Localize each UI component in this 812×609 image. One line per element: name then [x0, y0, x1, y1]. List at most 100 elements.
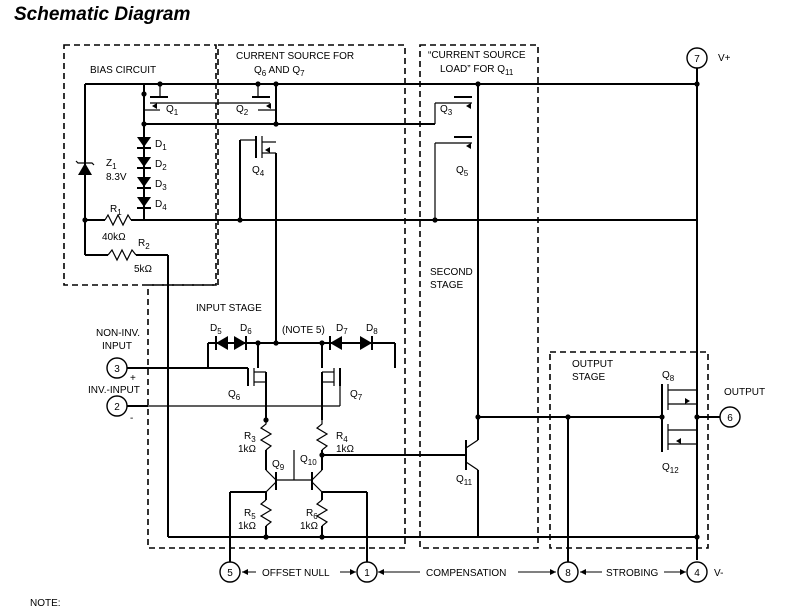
- transistor-q3: [434, 84, 479, 152]
- note5-label: (NOTE 5): [282, 325, 325, 336]
- transistor-q8: [661, 384, 697, 417]
- q11-label: Q11: [456, 474, 473, 487]
- pin-1: 1: [356, 561, 378, 583]
- resistor-r4: [315, 420, 329, 451]
- resistor-r2: [107, 248, 137, 262]
- bottom-arrows: [242, 569, 686, 575]
- svg-text:7: 7: [694, 54, 700, 65]
- d8-label: D8: [366, 323, 378, 336]
- offset-null-label: OFFSET NULL: [262, 568, 330, 579]
- resistor-r6: [315, 499, 329, 527]
- d7-label: D7: [336, 323, 348, 336]
- z1-value: 8.3V: [106, 172, 127, 183]
- r4-label: R4: [336, 431, 348, 444]
- r4-value: 1kΩ: [336, 444, 354, 455]
- r2-label: R2: [138, 238, 150, 251]
- current-source-block: [147, 44, 406, 549]
- r1-value: 40kΩ: [102, 232, 126, 243]
- r3-value: 1kΩ: [238, 444, 256, 455]
- svg-text:3: 3: [114, 364, 120, 375]
- input-stage-label: INPUT STAGE: [196, 303, 262, 314]
- diode-d5: [216, 336, 228, 350]
- output-stage-label-line1: OUTPUT: [572, 359, 613, 370]
- second-stage-label-line2: STAGE: [430, 280, 463, 291]
- bias-circuit-label: BIAS CIRCUIT: [90, 65, 156, 76]
- output-stage-label-line2: STAGE: [572, 372, 605, 383]
- q2-label: Q2: [236, 104, 249, 117]
- d4-label: D4: [155, 199, 167, 212]
- diode-d2: [137, 157, 151, 167]
- vplus-label: V+: [718, 53, 731, 64]
- inv-input-label: INV.-INPUT: [88, 385, 140, 396]
- resistor-r3: [259, 420, 273, 451]
- r1-label: R1: [110, 204, 122, 217]
- current-source-label-line1: CURRENT SOURCE FOR: [236, 51, 354, 62]
- d3-label: D3: [155, 179, 167, 192]
- q6-label: Q6: [228, 389, 241, 402]
- strobing-label: STROBING: [606, 568, 658, 579]
- q10-label: Q10: [300, 454, 317, 467]
- svg-text:6: 6: [727, 413, 733, 424]
- note-label: NOTE:: [30, 598, 61, 609]
- transistor-q5: [434, 136, 472, 220]
- pin-4: 4: [686, 561, 708, 583]
- load-label-line2: LOAD” FOR Q11: [440, 64, 514, 77]
- transistor-q7: [321, 368, 341, 420]
- transistor-q2: [252, 84, 277, 124]
- svg-text:4: 4: [694, 568, 700, 579]
- transistor-q10: [311, 469, 323, 493]
- svg-text:8: 8: [565, 568, 571, 579]
- z1-label: Z1: [106, 158, 117, 171]
- q9-label: Q9: [272, 459, 285, 472]
- diode-d3: [137, 177, 151, 187]
- pin-2: 2: [106, 395, 128, 417]
- diode-d7: [330, 336, 342, 350]
- svg-text:1: 1: [364, 568, 370, 579]
- bias-circuit-block: [63, 44, 217, 286]
- q12-label: Q12: [662, 462, 679, 475]
- diode-d8: [360, 336, 372, 350]
- current-source-load-block: [419, 44, 539, 549]
- output-label: OUTPUT: [724, 387, 765, 398]
- r3-label: R3: [244, 431, 256, 444]
- q5-label: Q5: [456, 165, 469, 178]
- non-inv-input-label-line2: INPUT: [102, 341, 132, 352]
- r6-value: 1kΩ: [300, 521, 318, 532]
- resistor-r1: [104, 213, 132, 227]
- r6-label: R6: [306, 508, 318, 521]
- diode-d4: [137, 197, 151, 207]
- second-stage-label-line1: SECOND: [430, 267, 473, 278]
- transistor-q4: [239, 136, 276, 220]
- resistor-r5: [259, 499, 273, 527]
- q7-label: Q7: [350, 389, 363, 402]
- svg-text:2: 2: [114, 402, 120, 413]
- transistor-q12: [661, 417, 697, 452]
- diode-d6: [234, 336, 246, 350]
- r5-label: R5: [244, 508, 256, 521]
- pin-8: 8: [557, 561, 579, 583]
- pin-6: 6: [719, 406, 741, 428]
- pin-7: 7: [686, 47, 708, 69]
- plus-sign: +: [130, 373, 136, 384]
- current-source-label-line2: Q6 AND Q7: [254, 65, 305, 78]
- d5-label: D5: [210, 323, 222, 336]
- q3-label: Q3: [440, 104, 453, 117]
- transistor-q9: [265, 469, 277, 493]
- q1-label: Q1: [166, 104, 179, 117]
- transistor-q11: [465, 439, 479, 537]
- d2-label: D2: [155, 159, 167, 172]
- d6-label: D6: [240, 323, 252, 336]
- pin-3: 3: [106, 357, 128, 379]
- minus-sign: -: [130, 413, 133, 424]
- r5-value: 1kΩ: [238, 521, 256, 532]
- vminus-label: V-: [714, 568, 723, 579]
- svg-text:5: 5: [227, 568, 233, 579]
- q4-label: Q4: [252, 165, 265, 178]
- load-label-line1: “CURRENT SOURCE: [428, 50, 526, 61]
- output-stage-block: [549, 351, 709, 549]
- d1-label: D1: [155, 139, 167, 152]
- compensation-label: COMPENSATION: [426, 568, 506, 579]
- zener-z1-symbol: [78, 163, 92, 175]
- transistor-q1: [143, 84, 168, 111]
- non-inv-input-label-line1: NON-INV.: [96, 328, 140, 339]
